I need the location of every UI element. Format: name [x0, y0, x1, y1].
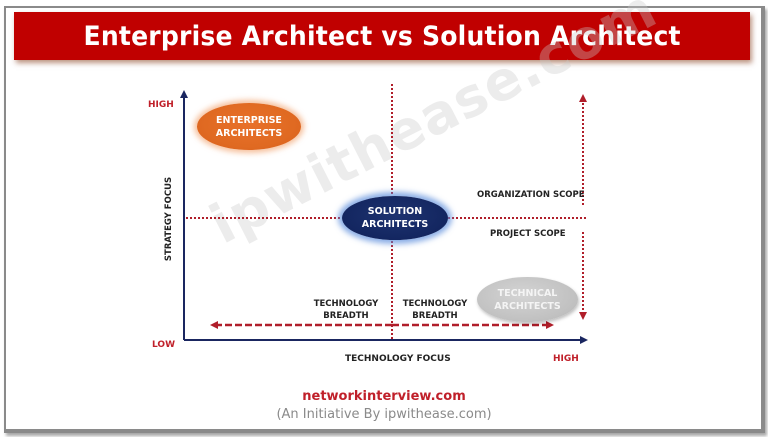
breadth-right-line1: TECHNOLOGY [402, 299, 468, 309]
technology-breadth-left: TECHNOLOGY BREADTH [313, 298, 379, 322]
solution-line2: ARCHITECTS [361, 219, 429, 230]
technical-line1: TECHNICAL [497, 287, 558, 299]
x-high-label: HIGH [553, 354, 579, 364]
project-scope-label: PROJECT SCOPE [490, 229, 566, 239]
solution-architects-ellipse: SOLUTION ARCHITECTS [342, 196, 448, 240]
footer-site-link: networkinterview.com [302, 389, 466, 404]
solution-line1: SOLUTION [367, 206, 423, 217]
x-low-label: LOW [152, 340, 175, 350]
title-banner: Enterprise Architect vs Solution Archite… [14, 12, 750, 60]
organization-scope-label: ORGANIZATION SCOPE [477, 190, 585, 200]
breadth-left-line2: BREADTH [323, 311, 369, 321]
breadth-left-line1: TECHNOLOGY [313, 299, 379, 309]
enterprise-line2: ARCHITECTS [215, 127, 283, 139]
breadth-right-line2: BREADTH [412, 311, 458, 321]
technical-architects-ellipse: TECHNICAL ARCHITECTS [477, 277, 578, 322]
x-axis-label: TECHNOLOGY FOCUS [345, 354, 451, 364]
enterprise-line1: ENTERPRISE [216, 114, 282, 126]
technology-breadth-right: TECHNOLOGY BREADTH [402, 298, 468, 322]
page-title: Enterprise Architect vs Solution Archite… [83, 20, 681, 52]
y-axis-label: STRATEGY FOCUS [164, 176, 174, 262]
y-high-label: HIGH [148, 100, 174, 110]
footer-subtitle: (An Initiative By ipwithease.com) [276, 407, 492, 422]
technical-line2: ARCHITECTS [494, 300, 561, 312]
enterprise-architects-ellipse: ENTERPRISE ARCHITECTS [197, 103, 301, 150]
